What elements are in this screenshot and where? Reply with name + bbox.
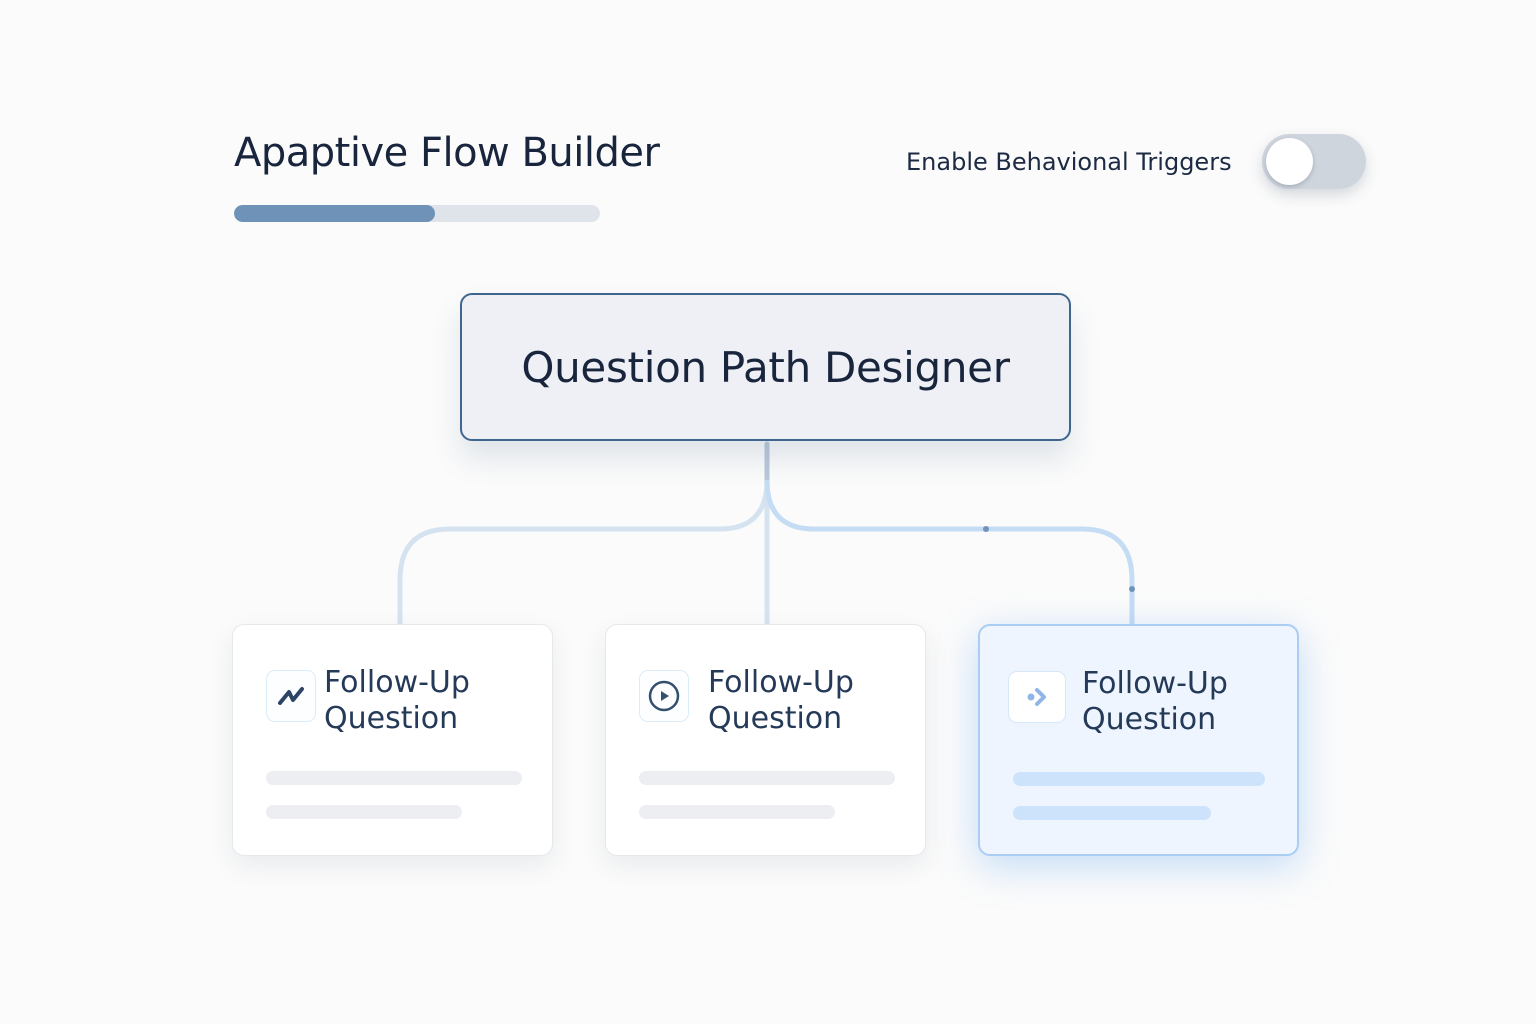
progress-fill <box>234 205 436 222</box>
placeholder-line <box>639 805 835 819</box>
behavioral-triggers-toggle[interactable] <box>1262 134 1366 189</box>
page-title: Apaptive Flow Builder <box>234 130 660 176</box>
question-path-designer-node[interactable]: Question Path Designer <box>460 293 1071 441</box>
progress-bar <box>234 205 600 222</box>
placeholder-line <box>1013 806 1211 820</box>
placeholder-line <box>266 805 462 819</box>
placeholder-line <box>266 771 522 785</box>
play-circle-icon <box>639 670 689 722</box>
follow-up-question-card-selected[interactable]: Follow-Up Question <box>978 624 1299 856</box>
placeholder-line <box>639 771 895 785</box>
follow-up-question-card[interactable]: Follow-Up Question <box>605 624 926 856</box>
connector-node-dot <box>1129 586 1135 592</box>
connector-node-dot <box>983 526 989 532</box>
follow-up-question-card[interactable]: Follow-Up Question <box>232 624 553 856</box>
connector-right <box>764 479 1135 624</box>
placeholder-line <box>1013 772 1265 786</box>
connector-left <box>397 479 770 624</box>
toggle-knob <box>1266 138 1313 185</box>
chevron-right-icon <box>1008 671 1066 723</box>
toggle-label: Enable Behavional Triggers <box>906 148 1232 176</box>
card-title: Follow-Up Question <box>1082 666 1228 737</box>
card-title: Follow-Up Question <box>324 665 470 736</box>
zigzag-icon <box>266 670 316 722</box>
root-node-title: Question Path Designer <box>521 342 1010 392</box>
card-title: Follow-Up Question <box>708 665 854 736</box>
